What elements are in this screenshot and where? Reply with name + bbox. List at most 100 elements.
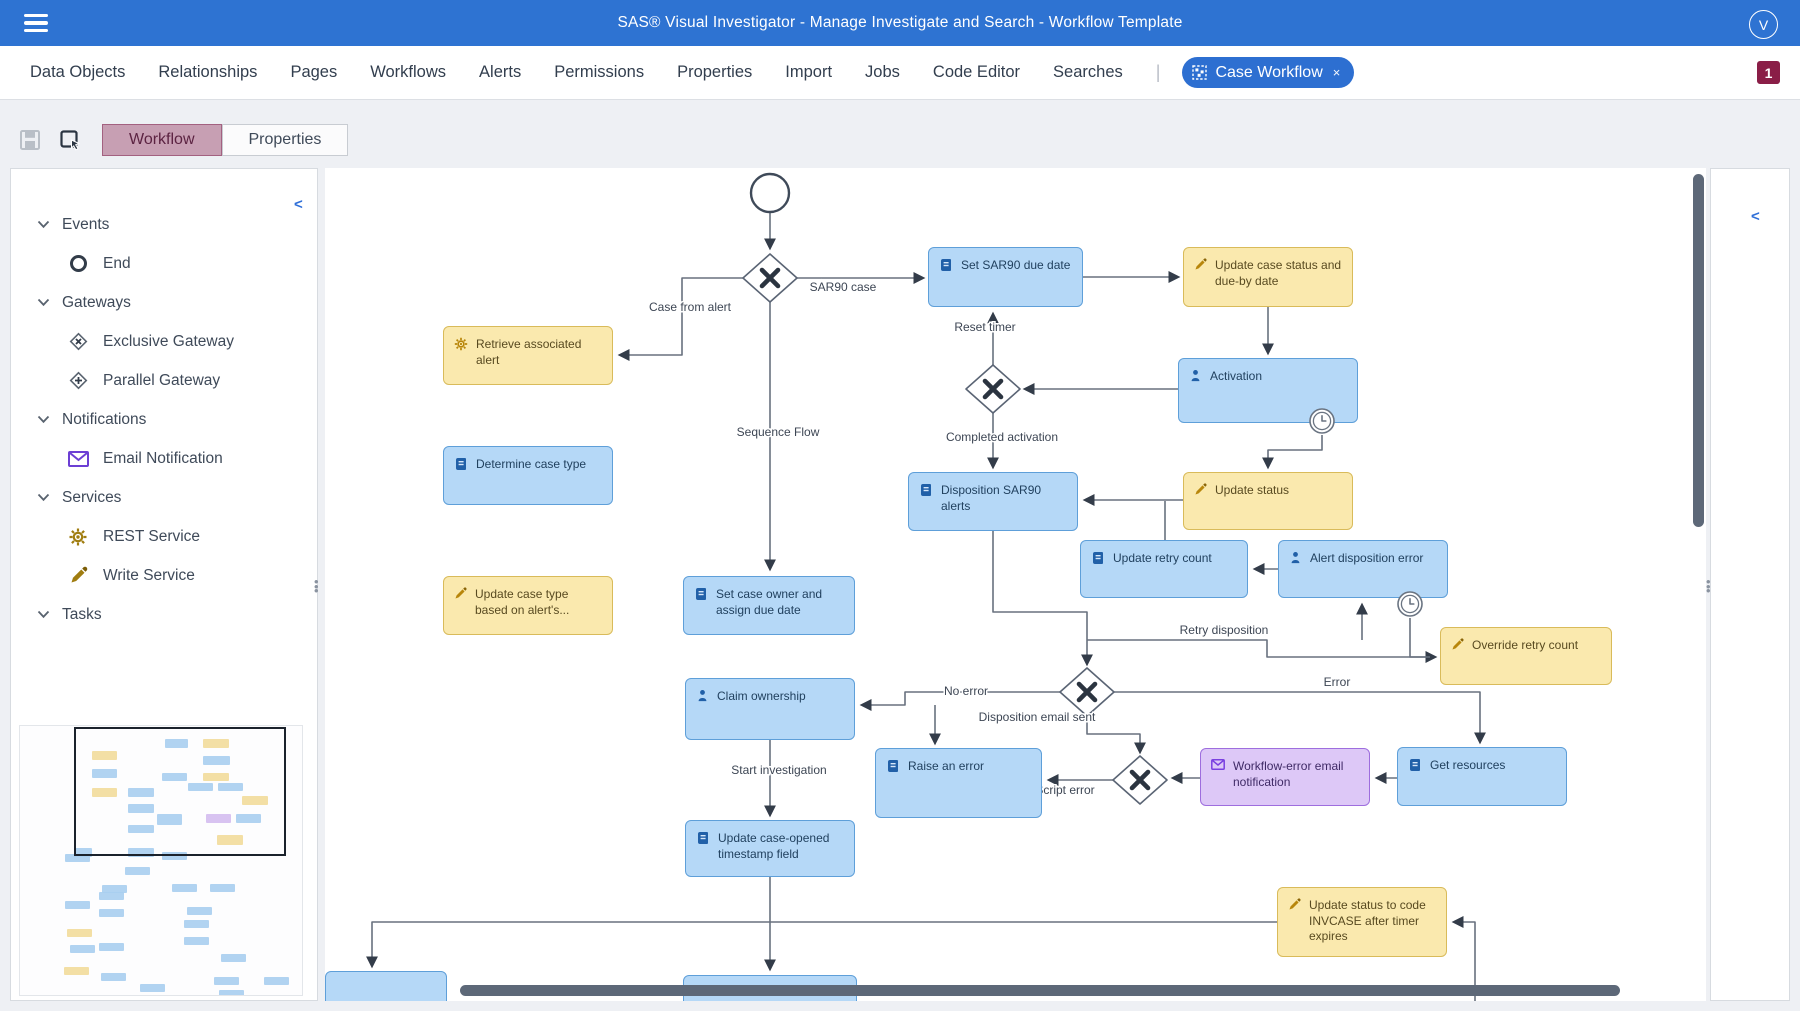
hamburger-menu-icon[interactable] <box>24 14 48 32</box>
palette-section-notifications[interactable]: Notifications <box>11 400 317 439</box>
palette-item-write-service[interactable]: Write Service <box>11 556 317 595</box>
workflow-node-retrieve-associated-alert[interactable]: Retrieve associated alert <box>443 326 613 385</box>
sequence-flow-edge[interactable] <box>1262 435 1323 470</box>
nav-item-jobs[interactable]: Jobs <box>865 63 900 81</box>
edge-label: SAR90 case <box>810 280 877 294</box>
script-icon <box>1408 758 1422 772</box>
palette-item-exclusive-gateway[interactable]: Exclusive Gateway <box>11 322 317 361</box>
user-avatar[interactable]: V <box>1749 10 1778 39</box>
minimap-node <box>99 892 124 900</box>
left-panel-resize-grip[interactable]: ••• <box>314 574 319 598</box>
minimap-viewport[interactable] <box>74 727 286 856</box>
nav-item-import[interactable]: Import <box>785 63 833 81</box>
sequence-flow-edge[interactable] <box>617 277 744 361</box>
select-tool-icon[interactable] <box>58 128 82 152</box>
start-event[interactable] <box>749 172 791 214</box>
nav-item-searches[interactable]: Searches <box>1053 63 1123 81</box>
end-event-icon <box>67 254 89 273</box>
workflow-node-set-sar90-due-date[interactable]: Set SAR90 due date <box>928 247 1083 307</box>
minimap-node <box>210 884 235 892</box>
palette-section-gateways[interactable]: Gateways <box>11 283 317 322</box>
palette-item-rest-service[interactable]: REST Service <box>11 517 317 556</box>
workflow-node-update-case-status[interactable]: Update case status and due-by date <box>1183 247 1353 307</box>
timer-boundary-event-icon[interactable] <box>1308 407 1336 435</box>
timer-boundary-event-icon[interactable] <box>1396 590 1424 618</box>
workflow-node-override-retry-count[interactable]: Override retry count <box>1440 627 1612 685</box>
palette-section-events[interactable]: Events <box>11 205 317 244</box>
workflow-node-update-case-type[interactable]: Update case type based on alert's... <box>443 576 613 635</box>
palette-item-end[interactable]: End <box>11 244 317 283</box>
exclusive-gateway[interactable] <box>965 364 1021 414</box>
minimap-node <box>264 977 289 985</box>
collapse-right-panel-chevron[interactable]: < <box>1751 208 1760 225</box>
workflow-node-alert-disposition-error[interactable]: Alert disposition error <box>1278 540 1448 598</box>
workflow-node-set-case-owner[interactable]: Set case owner and assign due date <box>683 576 855 635</box>
open-document-label: Case Workflow <box>1215 63 1323 81</box>
nav-item-permissions[interactable]: Permissions <box>554 63 645 81</box>
workflow-node-update-retry-count[interactable]: Update retry count <box>1080 540 1248 598</box>
nav-item-code-editor[interactable]: Code Editor <box>932 63 1021 81</box>
vertical-scrollbar[interactable] <box>1693 174 1704 527</box>
sequence-flow-edge[interactable] <box>1409 618 1430 658</box>
properties-side-panel: < <box>1710 168 1790 1001</box>
edge-label: Error <box>1324 675 1351 689</box>
edge-label: Completed activation <box>946 430 1058 444</box>
minimap-node <box>65 854 90 862</box>
workflow-pill-icon <box>1192 65 1208 80</box>
sequence-flow-edge[interactable] <box>859 691 1061 711</box>
sequence-flow-edge[interactable] <box>1086 715 1146 755</box>
palette-section-services[interactable]: Services <box>11 478 317 517</box>
exclusive-gateway[interactable] <box>1112 755 1168 805</box>
right-panel-resize-grip[interactable]: ••• <box>1706 574 1711 598</box>
workflow-node-disposition-sar90-alerts[interactable]: Disposition SAR90 alerts <box>908 472 1078 531</box>
nav-item-workflows[interactable]: Workflows <box>370 63 447 81</box>
edge-label: Reset timer <box>954 320 1015 334</box>
sequence-flow-edge[interactable] <box>1451 916 1476 1001</box>
sequence-flow-edge[interactable] <box>1087 639 1438 663</box>
minimap-node <box>184 937 209 945</box>
view-tab-workflow[interactable]: Workflow <box>102 124 222 156</box>
exclusive-gateway-icon <box>67 331 89 352</box>
workflow-node-update-status-invcase[interactable]: Update status to code INVCASE after time… <box>1277 887 1447 957</box>
palette-item-email-notification[interactable]: Email Notification <box>11 439 317 478</box>
palette-section-tasks[interactable]: Tasks <box>11 595 317 634</box>
close-document-icon[interactable]: × <box>1332 65 1341 80</box>
edge-label: Disposition email sent <box>979 710 1096 724</box>
nav-item-pages[interactable]: Pages <box>290 63 338 81</box>
minimap-node <box>172 884 197 892</box>
exclusive-gateway[interactable] <box>1059 667 1115 717</box>
palette-item-parallel-gateway[interactable]: Parallel Gateway <box>11 361 317 400</box>
sequence-flow-edge[interactable] <box>1113 691 1486 745</box>
sequence-flow-edge[interactable] <box>366 921 1277 969</box>
nav-item-alerts[interactable]: Alerts <box>479 63 522 81</box>
workflow-node-partial-bottom-left[interactable] <box>325 971 447 1001</box>
save-icon[interactable] <box>18 128 42 152</box>
nav-item-properties[interactable]: Properties <box>677 63 753 81</box>
user-icon <box>1189 369 1202 382</box>
workflow-node-update-case-opened[interactable]: Update case-opened timestamp field <box>685 820 855 877</box>
workflow-node-get-resources[interactable]: Get resources <box>1397 747 1567 806</box>
workflow-node-raise-an-error[interactable]: Raise an error <box>875 748 1042 818</box>
collapse-palette-chevron[interactable]: < <box>294 196 303 213</box>
minimap-node <box>128 803 154 813</box>
open-document-pill[interactable]: Case Workflow × <box>1182 57 1355 88</box>
chevron-down-icon <box>37 415 50 424</box>
sequence-flow-edge[interactable] <box>992 531 1093 667</box>
horizontal-scrollbar[interactable] <box>460 985 1620 996</box>
workflow-node-determine-case-type[interactable]: Determine case type <box>443 446 613 505</box>
minimap-node <box>65 901 90 909</box>
minimap-node <box>64 967 89 975</box>
notification-badge[interactable]: 1 <box>1757 61 1780 84</box>
workflow-node-workflow-error-email[interactable]: Workflow-error email notification <box>1200 748 1370 806</box>
script-icon <box>1091 551 1105 565</box>
workflow-node-claim-ownership[interactable]: Claim ownership <box>685 678 855 740</box>
nav-item-relationships[interactable]: Relationships <box>158 63 258 81</box>
workflow-node-update-status[interactable]: Update status <box>1183 472 1353 530</box>
workflow-minimap[interactable] <box>19 725 303 996</box>
exclusive-gateway[interactable] <box>742 253 798 303</box>
view-tab-properties[interactable]: Properties <box>221 124 349 156</box>
nav-item-data-objects[interactable]: Data Objects <box>30 63 126 81</box>
minimap-node <box>67 929 92 937</box>
pencil-icon <box>1288 898 1301 911</box>
